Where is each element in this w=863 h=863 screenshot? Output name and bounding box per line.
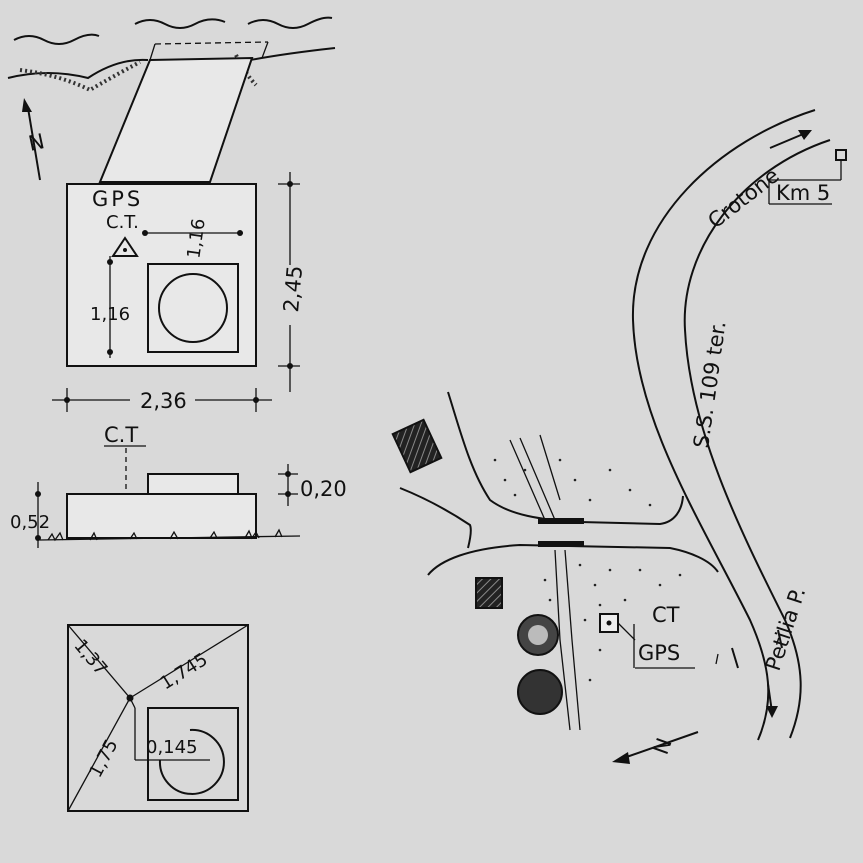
access-path xyxy=(98,56,254,183)
arrow-down-icon xyxy=(766,683,778,718)
dim-detail-c: 1,75 xyxy=(85,736,122,781)
north-label-map: N xyxy=(649,735,677,758)
building-north xyxy=(391,418,443,474)
north-arrow-icon xyxy=(22,98,41,181)
station-label-gps: GPS xyxy=(638,641,680,665)
dim-inner-y: 1,16 xyxy=(90,304,130,325)
detail-arc xyxy=(158,728,225,795)
dim-detail-a: 1,37 xyxy=(70,635,112,679)
detail-view: 1,37 1,745 1,75 0,145 xyxy=(67,624,249,812)
site-map: CT GPS S.S. 109 ter. Crotone Petilia P. … xyxy=(391,109,847,764)
benchmark-block-plan xyxy=(66,183,257,367)
dim-top-height: 0,20 xyxy=(300,477,347,501)
detail-frame xyxy=(67,624,249,812)
destination-up: Crotone xyxy=(703,163,783,233)
tree-2 xyxy=(517,669,563,715)
pillar-circle xyxy=(158,273,228,343)
road-name: S.S. 109 ter. xyxy=(689,319,731,449)
km-marker-label: Km 5 xyxy=(776,181,830,205)
side-road-south-edge xyxy=(427,543,719,576)
road-right-edge xyxy=(683,139,831,739)
triangle-marker-icon xyxy=(111,236,139,257)
dim-detail-d: 0,145 xyxy=(146,737,198,758)
section-base xyxy=(66,493,257,539)
plan-view: N GPS C.T. 1,16 1,16 2,45 2,36 xyxy=(7,16,336,413)
road-left-edge xyxy=(631,109,816,741)
arrow-up-right-icon xyxy=(769,130,812,149)
section-view: C.T 0,52 0,20 xyxy=(10,423,347,548)
detail-inner-square xyxy=(147,707,239,801)
dim-width: 2,36 xyxy=(140,389,187,413)
dim-base-height: 0,52 xyxy=(10,512,50,533)
section-marker: C.T xyxy=(104,423,138,447)
building-south xyxy=(475,577,503,609)
vegetation-stipple xyxy=(493,458,682,682)
inner-pillar-plan xyxy=(147,263,239,353)
station-marker-top: GPS xyxy=(92,187,143,211)
destination-down: Petilia P. xyxy=(761,584,810,673)
station-label-ct: CT xyxy=(652,603,680,627)
section-top xyxy=(147,473,239,495)
km-marker-symbol xyxy=(835,149,847,161)
station-marker-sub: C.T. xyxy=(106,212,139,233)
dim-height: 2,45 xyxy=(279,265,307,314)
side-road-north-edge xyxy=(447,391,684,526)
north-arrow-map-icon xyxy=(612,731,699,764)
dim-detail-b: 1,745 xyxy=(157,649,212,694)
north-label: N xyxy=(26,129,46,156)
